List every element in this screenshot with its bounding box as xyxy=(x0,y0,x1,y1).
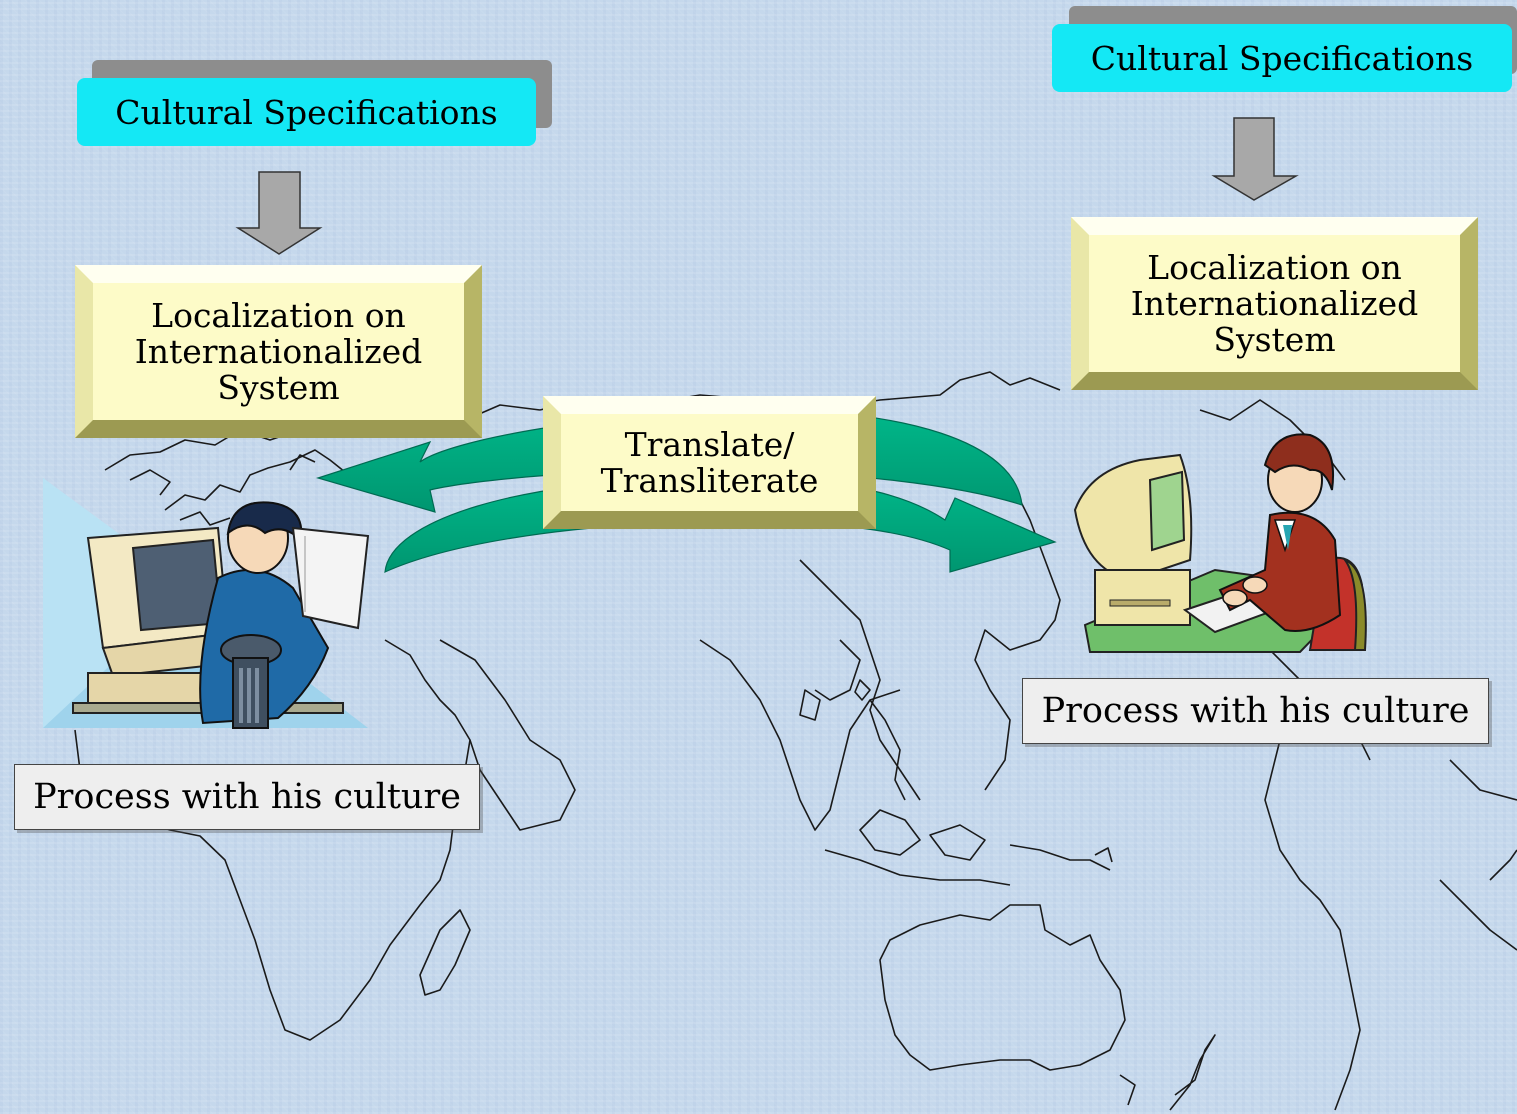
cultural-spec-box-left: Cultural Specifications xyxy=(77,78,536,146)
localization-line-1-left: Localization on xyxy=(151,295,406,335)
person-at-computer-icon xyxy=(1073,433,1367,653)
process-box-left: Process with his culture xyxy=(14,764,480,830)
cultural-spec-label-left: Cultural Specifications xyxy=(115,92,498,132)
process-label-right: Process with his culture xyxy=(1041,691,1470,731)
person-at-computer-icon xyxy=(43,478,370,729)
localization-line-3-right: System xyxy=(1213,319,1336,359)
translate-line-1: Translate/ xyxy=(624,424,795,464)
translate-box: Translate/ Transliterate xyxy=(543,396,876,529)
localization-line-1-right: Localization on xyxy=(1147,247,1402,287)
cultural-spec-label-right: Cultural Specifications xyxy=(1090,38,1474,78)
translate-line-2: Transliterate xyxy=(600,460,819,500)
localization-box-left: Localization on Internationalized System xyxy=(75,265,482,438)
process-box-right: Process with his culture xyxy=(1022,678,1489,744)
localization-box-right: Localization on Internationalized System xyxy=(1071,217,1478,390)
process-label-left: Process with his culture xyxy=(33,777,461,817)
cultural-spec-box-right: Cultural Specifications xyxy=(1052,24,1512,92)
localization-line-2-right: Internationalized xyxy=(1130,283,1419,323)
localization-line-3-left: System xyxy=(217,367,340,407)
localization-line-2-left: Internationalized xyxy=(134,331,423,371)
